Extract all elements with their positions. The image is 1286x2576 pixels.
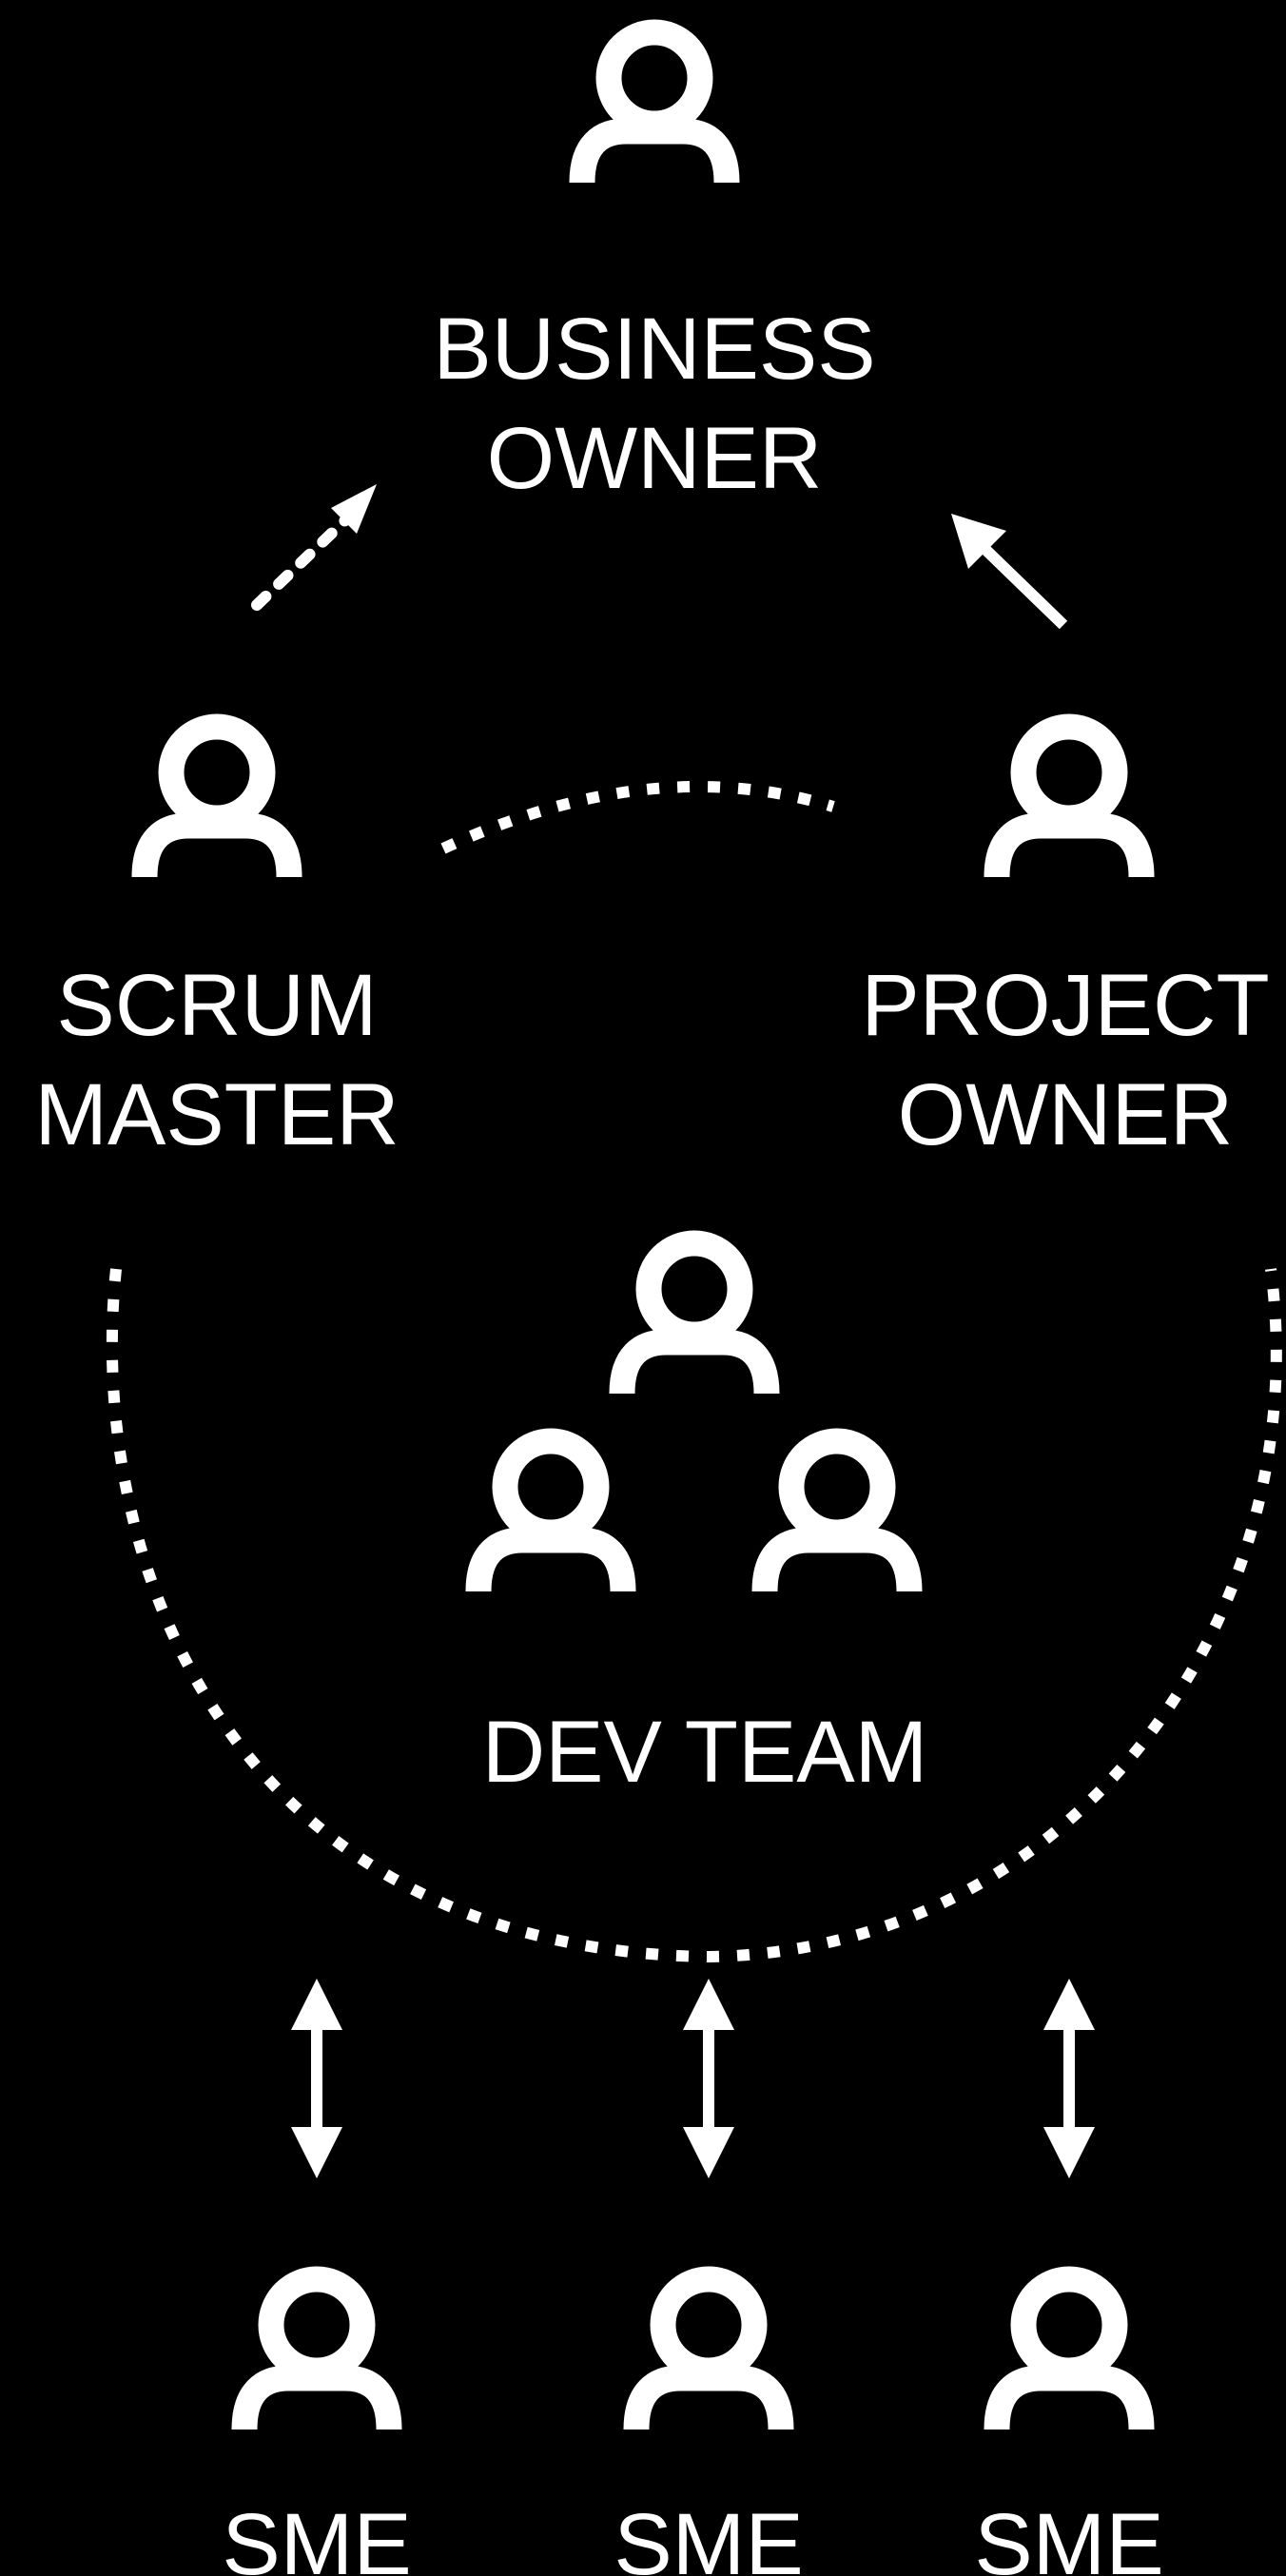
business-owner-person-icon [582, 32, 727, 183]
sme-node: SME [974, 2279, 1164, 2576]
double-arrow-icon [1043, 1979, 1095, 2178]
scrum-master-node: SCRUM MASTER [34, 727, 399, 1163]
project-owner-node: PROJECT OWNER [861, 727, 1270, 1163]
business-owner-node: BUSINESS OWNER [433, 32, 876, 507]
dev-team-person-icon-right [765, 1441, 909, 1591]
double-arrow-icon [683, 1979, 734, 2178]
project-owner-person-icon [997, 727, 1141, 877]
dev-team-person-icon-left [478, 1441, 623, 1591]
dev-team-person-icon-top [622, 1243, 767, 1394]
scrum-master-label-line-2: MASTER [34, 1066, 399, 1163]
dev-team-label: DEV TEAM [482, 1704, 928, 1801]
project-owner-label-line-1: PROJECT [861, 957, 1269, 1054]
dotted-connector [440, 781, 835, 854]
scrum-master-person-icon [145, 727, 289, 877]
double-arrow-icon [291, 1979, 342, 2178]
arrow-icon [951, 514, 1068, 630]
scrum-master-label-line-1: SCRUM [56, 957, 377, 1054]
sme-node: SME [614, 2279, 804, 2576]
sme-label: SME [614, 2496, 803, 2576]
sme-label: SME [974, 2496, 1163, 2576]
sme-person-icon [997, 2279, 1141, 2430]
business-owner-label-line-1: BUSINESS [433, 301, 875, 398]
project-owner-label-line-2: OWNER [898, 1066, 1234, 1163]
dev-team-boundary-arc [106, 1268, 1282, 1963]
sme-label: SME [222, 2496, 411, 2576]
dotted-arrow-icon [251, 484, 377, 611]
sme-node: SME [222, 2279, 412, 2576]
sme-person-icon [244, 2279, 389, 2430]
sme-person-icon [636, 2279, 781, 2430]
business-owner-label-line-2: OWNER [487, 410, 823, 507]
dev-team-node: DEV TEAM [478, 1243, 927, 1801]
